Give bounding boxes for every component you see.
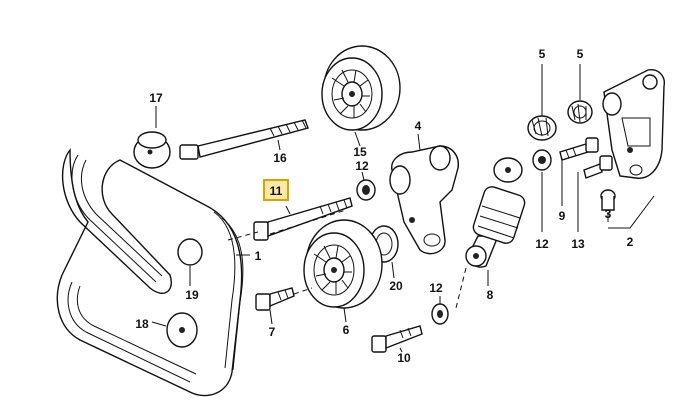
part-10-bolt[interactable] xyxy=(371,325,423,353)
callout-10[interactable]: 10 xyxy=(397,351,411,365)
callout-16[interactable]: 16 xyxy=(273,151,287,165)
callout-8[interactable]: 8 xyxy=(487,288,494,302)
callout-19[interactable]: 19 xyxy=(185,288,199,302)
drive-belt[interactable] xyxy=(56,148,244,397)
bolt-11-axis xyxy=(269,209,347,235)
callout-13[interactable]: 13 xyxy=(571,237,585,251)
part-3-stud[interactable] xyxy=(600,189,616,211)
callout-12-upper[interactable]: 12 xyxy=(355,159,369,173)
part-7-bolt[interactable] xyxy=(255,287,295,311)
part-8-hydraulic-tensioner[interactable] xyxy=(465,157,527,268)
bolt-7-axis xyxy=(293,287,313,295)
callout-4[interactable]: 4 xyxy=(415,119,422,133)
part-2-bracket[interactable] xyxy=(602,69,665,179)
part-9-bolt[interactable] xyxy=(559,137,599,161)
callout-18[interactable]: 18 xyxy=(135,317,149,331)
part-15-idler-pulley[interactable] xyxy=(321,45,401,131)
leader-7 xyxy=(269,309,273,325)
callout-labels: 11 17 16 15 12 4 5 5 1 19 18 7 6 20 12 8… xyxy=(135,47,633,365)
part-13-bolt[interactable] xyxy=(583,155,613,179)
callout-9[interactable]: 9 xyxy=(559,209,566,223)
part-4-tensioner-arm[interactable] xyxy=(389,145,459,255)
part-12-washer-lower[interactable] xyxy=(431,303,449,325)
callout-12-right[interactable]: 12 xyxy=(535,237,549,251)
part-6-tensioner-pulley[interactable] xyxy=(303,219,383,309)
callout-17[interactable]: 17 xyxy=(149,91,163,105)
callout-11-highlight xyxy=(263,179,289,201)
callout-11[interactable]: 11 xyxy=(270,184,283,198)
leader-12-upper xyxy=(361,171,365,181)
callout-2[interactable]: 2 xyxy=(627,235,634,249)
part-19-pulley[interactable] xyxy=(177,238,203,266)
callout-20[interactable]: 20 xyxy=(389,279,403,293)
leader-18 xyxy=(151,321,167,327)
leader-6 xyxy=(343,307,347,323)
leader-11 xyxy=(285,205,291,215)
tensioner-axis xyxy=(455,267,467,309)
leader-2 xyxy=(608,195,655,229)
callout-6[interactable]: 6 xyxy=(343,323,350,337)
part-18-pulley[interactable] xyxy=(166,312,198,348)
callout-1[interactable]: 1 xyxy=(255,249,262,263)
leader-16 xyxy=(277,139,281,151)
leader-4 xyxy=(417,133,421,151)
part-5-bushing-right[interactable] xyxy=(567,100,593,124)
leader-15 xyxy=(354,131,361,147)
callout-3[interactable]: 3 xyxy=(605,207,612,221)
part-11-bolt[interactable] xyxy=(253,197,353,241)
part-17-cap[interactable] xyxy=(133,131,171,169)
callout-5-left[interactable]: 5 xyxy=(539,47,546,61)
part-12-washer-right[interactable] xyxy=(532,149,552,171)
leader-10 xyxy=(399,347,403,353)
leader-20 xyxy=(391,261,395,279)
part-16-long-bolt[interactable] xyxy=(179,119,309,160)
callout-7[interactable]: 7 xyxy=(269,325,276,339)
callout-15[interactable]: 15 xyxy=(353,145,367,159)
callout-12-lower[interactable]: 12 xyxy=(429,281,443,295)
part-5-bushing-left[interactable] xyxy=(527,115,557,141)
part-12-washer-upper[interactable] xyxy=(356,179,376,201)
callout-5-right[interactable]: 5 xyxy=(577,47,584,61)
